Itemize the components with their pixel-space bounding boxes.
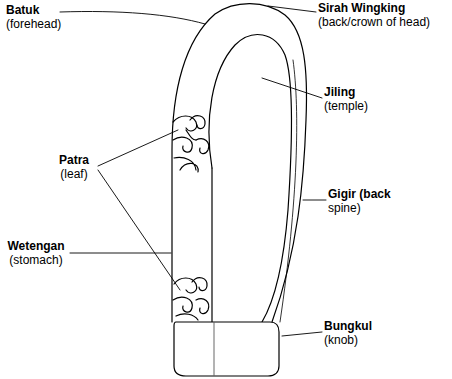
patra-ornament-upper <box>173 116 209 172</box>
part-label-wetengan: Wetengan (stomach) <box>4 240 68 268</box>
leader-batuk <box>60 12 205 25</box>
handle-outline <box>172 4 307 322</box>
part-label-gigir: Gigir (back spine) <box>328 188 408 216</box>
front-face-line <box>211 168 212 322</box>
leader-lines <box>60 6 326 336</box>
leader-patra-upper <box>98 130 178 166</box>
leader-jiling <box>262 78 322 98</box>
leader-gigir <box>303 200 326 201</box>
leader-patra-lower <box>98 170 180 290</box>
part-label-patra: Patra (leaf) <box>52 154 96 182</box>
part-label-sirah-wingking: Sirah Wingking (back/crown of head) <box>318 2 440 30</box>
part-label-bungkul: Bungkul (knob) <box>324 320 386 348</box>
bungkul-shade <box>214 323 215 375</box>
leader-wetengan <box>70 253 171 254</box>
part-label-jiling: Jiling (temple) <box>324 86 382 114</box>
gigir-line <box>280 60 297 322</box>
part-label-batuk: Batuk (forehead) <box>6 4 70 32</box>
leader-bungkul <box>282 332 322 336</box>
bungkul-knob <box>174 322 279 376</box>
leader-sirah-wingking <box>268 6 316 12</box>
jiling-contour <box>209 35 291 322</box>
patra-ornament-lower <box>173 278 209 320</box>
